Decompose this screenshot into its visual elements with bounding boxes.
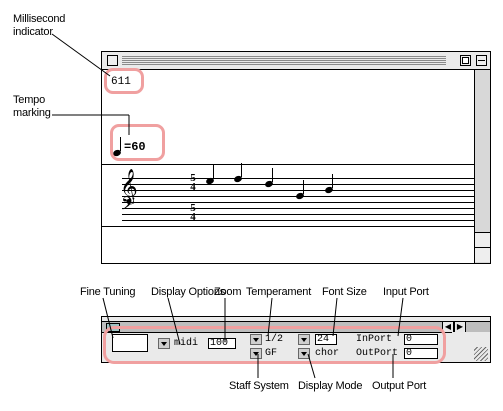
in-port-label: InPort [356,334,393,345]
display-mode-dropdown-icon[interactable] [298,348,310,359]
palette-highlight-ring [103,326,446,364]
in-port-field[interactable]: 0 [404,334,438,345]
millisecond-indicator: 611 [111,76,131,88]
callout-temperament: Temperament [246,286,312,298]
temperament-value: 1/2 [265,334,284,345]
callout-millisecond-line1: Millisecond [13,13,66,25]
tempo-marking: =60 [111,137,171,158]
scroll-left-arrow-icon[interactable]: ◀ [442,321,454,333]
callout-font-size: Font Size [322,286,367,298]
callout-millisecond-indicator: Millisecond indicator [13,13,65,39]
collapse-box-icon[interactable] [476,55,487,66]
scroll-up-arrow-icon[interactable] [475,232,490,247]
tempo-value: =60 [124,140,146,154]
callout-millisecond-line2: indicator [13,26,53,38]
callout-input-port: Input Port [383,286,429,298]
callout-tempo-line1: Tempo [13,94,46,106]
staff-system-dropdown-icon[interactable] [250,348,262,359]
callout-display-mode: Display Mode [298,380,363,392]
out-port-label: OutPort [356,348,399,359]
tempo-highlight-ring [110,124,165,161]
resize-grip-icon[interactable] [474,347,488,361]
font-size-field[interactable]: 24 [315,334,337,345]
staff-system-value: GF [265,348,278,359]
bass-clef-icon: 𝄢 [121,194,136,219]
fine-tuning-field[interactable] [112,334,148,352]
font-size-dropdown-icon[interactable] [298,334,310,345]
callout-zoom: Zoom [214,286,242,298]
callout-display-options: Display Options [151,286,226,298]
display-mode-value: chor [315,348,340,359]
vertical-scrollbar[interactable] [474,70,490,263]
callout-fine-tuning: Fine Tuning [80,286,136,298]
treble-clef-icon: 𝄞 [120,169,138,204]
zoom-box-icon[interactable] [460,55,471,66]
callout-tempo-line2: marking [13,107,51,119]
callout-staff-system: Staff System [229,380,289,392]
display-options-value: midi [174,338,199,349]
title-bar[interactable] [102,52,490,70]
ms-highlight-ring [104,68,144,94]
display-options-dropdown-icon[interactable] [158,338,170,349]
zoom-field[interactable]: 100 [208,338,236,349]
close-box-icon[interactable] [107,55,118,66]
scroll-down-arrow-icon[interactable] [475,247,490,262]
callout-output-port: Output Port [372,380,427,392]
callout-tempo-marking: Tempo marking [13,94,51,120]
title-stripes [122,56,446,65]
control-palette: ◀ ▶ midi 100 1/2 GF 24 chor InPort 0 Out… [101,316,491,363]
temperament-dropdown-icon[interactable] [250,334,262,345]
